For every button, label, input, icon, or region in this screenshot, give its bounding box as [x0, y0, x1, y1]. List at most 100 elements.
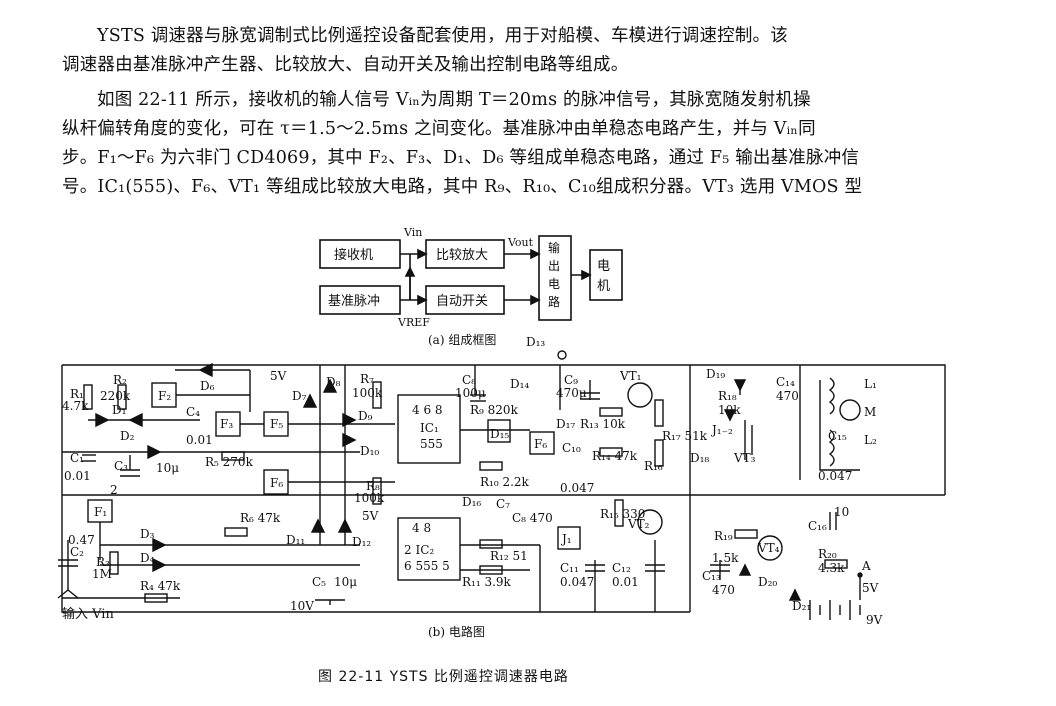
- lbl-pin2: 2: [110, 483, 118, 497]
- lbl-1M: 1M: [92, 567, 112, 581]
- output-block: [538, 235, 572, 321]
- lbl-R20: R₂₀: [818, 547, 837, 561]
- lbl-D11: D₁₁: [286, 533, 305, 547]
- lbl-D7: D₇: [292, 389, 307, 403]
- text-line: 调速器由基准脉冲产生器、比较放大、自动开关及输出控制电路等组成。: [62, 55, 629, 75]
- lbl-R15: R₁₅ 330: [600, 507, 645, 521]
- block-caption: (a) 组成框图: [428, 333, 496, 347]
- lbl-C15: C₁₅: [828, 429, 847, 443]
- lbl-F3: F₃: [220, 417, 233, 431]
- lbl-C9: C₉: [564, 373, 578, 387]
- lbl-220k: 220k: [100, 389, 131, 403]
- ic1-555: [397, 394, 461, 464]
- lbl-10k-b: 10k: [718, 403, 741, 417]
- text-line: 如图 22-11 所示，接收机的输人信号 Vᵢₙ为周期 T＝20ms 的脉冲信号…: [97, 90, 811, 110]
- lbl-R5: R₅ 270k: [205, 455, 254, 469]
- lbl-4-7k: 4.7k: [62, 399, 89, 413]
- paragraph-2: 如图 22-11 所示，接收机的输人信号 Vᵢₙ为周期 T＝20ms 的脉冲信号…: [62, 86, 922, 202]
- lbl-D14: D₁₄: [510, 377, 529, 391]
- lbl-C6: C₇: [496, 497, 510, 511]
- lbl-IC2: 2 IC₂: [404, 543, 434, 557]
- lbl-4-3k: 4.3k: [818, 561, 845, 575]
- paragraph-1: YSTS 调速器与脉宽调制式比例遥控设备配套使用，用于对船模、车模进行调速控制。…: [62, 22, 922, 80]
- lbl-470u: 470μ: [556, 386, 587, 400]
- lbl-5V-out: 5V: [862, 581, 879, 595]
- lbl-555-b: 6 555 5: [404, 559, 450, 573]
- motor-label-2: 机: [597, 279, 610, 294]
- lbl-5V-mid: 5V: [362, 509, 379, 523]
- lbl-C1: C₁: [70, 451, 84, 465]
- text-line: 纵杆偏转角度的变化，可在 τ＝1.5～2.5ms 之间变化。基准脉冲由单稳态电路…: [62, 119, 816, 139]
- lbl-D19: D₁₉: [706, 367, 725, 381]
- text-line: 号。IC₁(555)、F₆、VT₁ 等组成比较放大电路，其中 R₉、R₁₀、C₁…: [62, 177, 863, 197]
- output-label-3: 电: [548, 277, 560, 291]
- transistor-VT4: [757, 535, 783, 561]
- lbl-R18: R₁₈: [718, 389, 737, 403]
- lbl-10u-a: 10μ: [156, 461, 179, 475]
- lbl-C7: D₁₆: [462, 495, 481, 509]
- lbl-R6: R₆ 47k: [240, 511, 281, 525]
- lbl-R14: R₁₄ 47k: [592, 449, 638, 463]
- block-diagram: [319, 235, 623, 321]
- lbl-9V: 9V: [866, 613, 883, 627]
- lbl-F1: F₁: [94, 505, 107, 519]
- lbl-R13: R₁₃ 10k: [580, 417, 626, 431]
- lbl-D18: D₁₈: [690, 451, 709, 465]
- lbl-C13: C₁₃: [702, 569, 721, 583]
- ic2-555: [397, 517, 461, 581]
- lbl-D1: D₁: [112, 403, 126, 417]
- lbl-10: 10: [834, 505, 849, 519]
- text-line: 步。F₁～F₆ 为六非门 CD4069，其中 F₂、F₃、D₁、D₆ 等组成单稳…: [62, 148, 860, 168]
- lbl-C4: C₄: [186, 405, 200, 419]
- lbl-D10: D₁₀: [360, 444, 379, 458]
- lbl-C3: C₃: [114, 459, 128, 473]
- lbl-C2: C₂: [70, 545, 84, 559]
- lbl-D17: D₁₇: [556, 417, 575, 431]
- lbl-IC1: IC₁: [420, 421, 439, 435]
- lbl-D12: D₁₂: [352, 535, 371, 549]
- lbl-0-01b: 0.01: [64, 469, 91, 483]
- lbl-D8: D₈: [326, 375, 341, 389]
- motor-M: [839, 399, 861, 421]
- lbl-D20: D₂₀: [758, 575, 777, 589]
- lbl-F5: F₅: [270, 417, 283, 431]
- lbl-R10: R₁₀ 2.2k: [480, 475, 530, 489]
- lbl-ic2-pins: 4 8: [412, 521, 431, 535]
- vref-label: VREF: [397, 316, 430, 329]
- lbl-C8: C₈: [462, 373, 476, 387]
- lbl-VT2: VT₂: [627, 517, 650, 531]
- lbl-470b: 470: [712, 583, 735, 597]
- lbl-0-47: 0.47: [68, 533, 95, 547]
- lbl-0-047b: 0.047: [818, 469, 852, 483]
- lbl-1-5k: 1.5k: [712, 551, 739, 565]
- lbl-F6: F₆: [270, 476, 283, 490]
- lbl-L2: L₂: [864, 433, 877, 447]
- lbl-0-01c: 0.01: [612, 575, 639, 589]
- lbl-C11: C₁₁: [560, 561, 579, 575]
- lbl-R1: R₁: [70, 387, 84, 401]
- lbl-VT1: VT₁: [619, 369, 641, 383]
- lbl-D21: D₂₁: [792, 599, 811, 613]
- lbl-R8: R₈: [366, 479, 380, 493]
- lbl-D13: D₁₃: [526, 335, 545, 349]
- lbl-F2: F₂: [158, 389, 171, 403]
- lbl-R17: R₁₇ 51k: [662, 429, 708, 443]
- lbl-VT3: VT₃: [733, 451, 756, 465]
- lbl-10u-b: 10μ: [334, 575, 357, 589]
- lbl-R7: R₇: [360, 372, 374, 386]
- lbl-D3: D₃: [140, 527, 155, 541]
- lbl-10V: 10V: [290, 599, 314, 613]
- lbl-L1: L₁: [864, 377, 877, 391]
- lbl-D15: D₁₅: [490, 427, 509, 441]
- ref-pulse-label: 基准脉冲: [328, 294, 380, 309]
- lbl-F4: F₆: [534, 437, 547, 451]
- lbl-R16: R₁₆: [644, 459, 663, 473]
- transistor-VT2: [637, 509, 663, 535]
- lbl-D2: D₂: [120, 429, 135, 443]
- circuit-labels: R₁ 4.7k R₂ 220k D₁ D₂ F₂ D₆ C₄ 0.01 F₃ R…: [62, 335, 883, 639]
- receiver-label: 接收机: [334, 247, 373, 263]
- lbl-R19: R₁₉: [714, 529, 733, 543]
- vout-label: Vout: [507, 236, 534, 249]
- lbl-D4: D₄: [140, 551, 155, 565]
- transistor-VT1: [627, 382, 653, 408]
